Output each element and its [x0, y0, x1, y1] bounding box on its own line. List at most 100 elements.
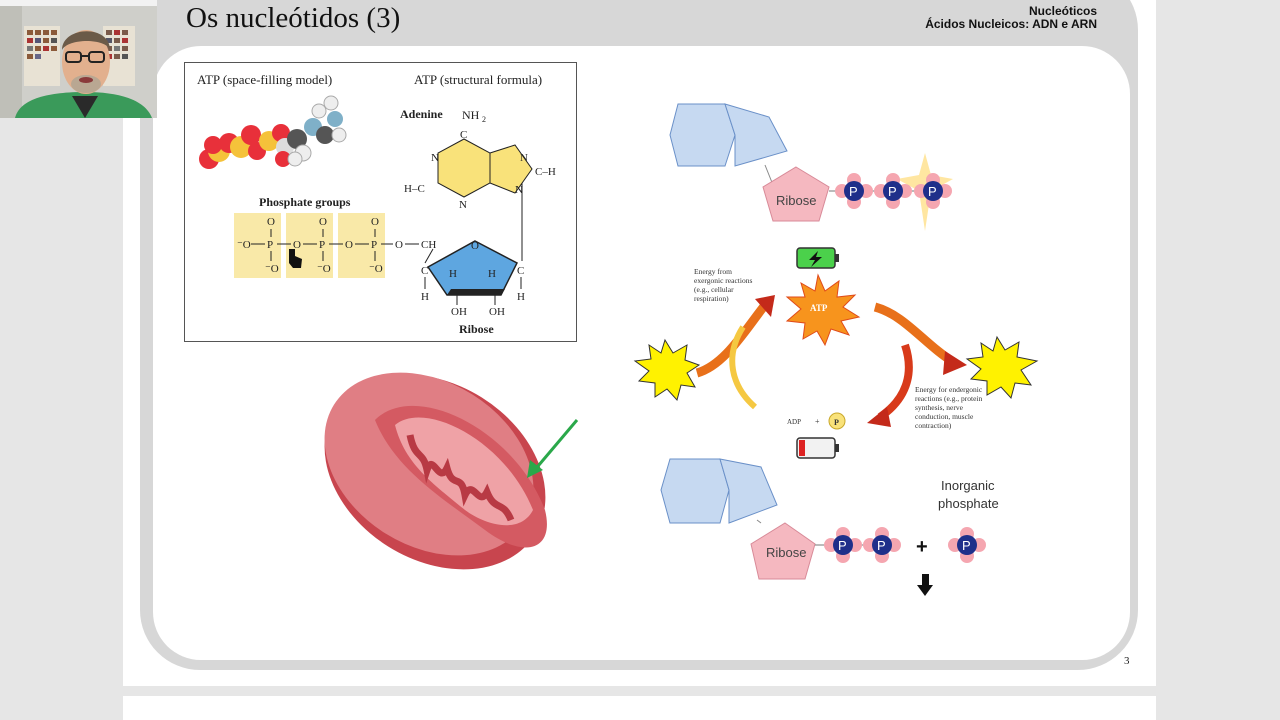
phosphate-group-adp-1: P — [824, 527, 862, 563]
slide-title: Os nucleótidos (3) — [186, 2, 401, 34]
ribose-bold-edge — [447, 289, 505, 295]
atp-structure-drawing: ATP (space-filling model) ATP (structura… — [197, 72, 556, 336]
green-arrow-icon — [531, 419, 579, 473]
phosphate-group-atp-1: P — [835, 173, 873, 209]
energy-use-star-icon — [965, 335, 1039, 400]
label-adenine: Adenine — [400, 107, 443, 121]
pi-small-label: P — [834, 418, 839, 427]
energy-for-line-5: contraction) — [915, 421, 952, 430]
energy-for-line-3: synthesis, nerve — [915, 403, 964, 412]
atom-h-ribose-1b: H — [517, 291, 525, 303]
energy-for-line-4: conduction, muscle — [915, 412, 974, 421]
atp-burst-icon — [785, 273, 861, 347]
adp-plus: + — [815, 417, 820, 426]
atom-c-top: C — [460, 129, 467, 141]
atom-oh-2: OH — [489, 306, 505, 318]
adenine-hexagon-bottom — [660, 458, 730, 524]
adenine-ring — [437, 138, 533, 198]
atom-p-1: P — [267, 239, 273, 251]
inorganic-label-line-1: Inorganic — [941, 478, 995, 493]
phosphate-group-inorganic: P — [948, 527, 986, 563]
atp-cycle-diagram: Ribose P P P ATP Energy from exergonic r… — [633, 103, 1039, 596]
p-label-inorganic: P — [962, 538, 971, 553]
phosphate-group-atp-2: P — [874, 173, 912, 209]
low-battery-icon — [796, 437, 839, 459]
atom-o-minus-1b: ⁻O — [265, 263, 279, 275]
phosphate-box-1 — [234, 213, 281, 278]
atp-space-filling-model — [199, 95, 347, 169]
mitochondrion-inner — [395, 417, 533, 526]
atom-o-bridge-2: O — [345, 239, 353, 251]
atom-h-ribose-1: H — [488, 268, 496, 280]
p-label-atp-1: P — [849, 184, 858, 199]
atom-ch2: CH — [421, 239, 436, 251]
atom-n-glycosidic: N — [515, 184, 523, 196]
charged-battery-icon — [796, 247, 839, 269]
atom-n-left: N — [431, 152, 439, 164]
energy-for-line-2: reactions (e.g., protein — [915, 394, 983, 403]
plus-sign: + — [916, 536, 928, 558]
label-structural: ATP (structural formula) — [414, 72, 542, 87]
atom-c-h: C–H — [535, 166, 556, 178]
energy-from-line-1: Energy from — [694, 267, 732, 276]
label-phosphate-groups: Phosphate groups — [259, 195, 351, 209]
atom-n-right: N — [520, 152, 528, 164]
hand-cursor-icon — [289, 249, 302, 268]
atom-o-bridge-3: O — [395, 239, 403, 251]
phosphate-box-3 — [338, 213, 385, 278]
label-ribose: Ribose — [459, 322, 494, 336]
label-space-filling: ATP (space-filling model) — [197, 72, 332, 87]
header-subtitle: Ácidos Nucleicos: ADN e ARN — [925, 17, 1097, 31]
inorganic-label-line-2: phosphate — [938, 496, 999, 511]
down-arrow-icon — [917, 574, 933, 596]
p-label-adp-2: P — [877, 538, 886, 553]
ribose-label-bottom: Ribose — [766, 545, 806, 560]
atp-structure-figure: ATP (space-filling model) ATP (structura… — [184, 62, 577, 342]
atom-nh2: NH — [462, 108, 480, 122]
atom-n-bottom: N — [459, 199, 467, 211]
slide-header: Nucleóticos Ácidos Nucleicos: ADN e ARN — [925, 5, 1097, 31]
atom-o-minus-2b: ⁻O — [317, 263, 331, 275]
ribose-pentagon-top — [762, 166, 830, 222]
atom-o-minus-3b: ⁻O — [369, 263, 383, 275]
energy-for-line-1: Energy for endergonic — [915, 385, 983, 394]
atom-p-2: P — [319, 239, 325, 251]
atom-nh2-subscript: 2 — [482, 115, 486, 124]
atom-p-3: P — [371, 239, 377, 251]
energy-source-star-icon — [633, 338, 701, 402]
atom-h-ribose-4b: H — [421, 291, 429, 303]
header-topic: Nucleóticos — [1028, 4, 1097, 18]
next-slide-preview — [123, 696, 1156, 720]
hydrolysis-arrow — [877, 343, 913, 421]
adenine-hexagon-top — [669, 103, 736, 167]
page-number: 3 — [1124, 655, 1130, 667]
atom-o-ribose: O — [471, 240, 479, 252]
atom-h-c: H–C — [404, 183, 425, 195]
atom-c-ribose-4: C — [421, 265, 428, 277]
phosphate-group-atp-3: P — [914, 173, 952, 209]
atp-label: ATP — [810, 303, 828, 313]
ribose-label-top: Ribose — [776, 193, 816, 208]
phosphate-small-icon — [828, 412, 846, 430]
atom-o-2a: O — [319, 216, 327, 228]
atom-o-minus-1: ⁻O — [237, 239, 251, 251]
atom-o-3a: O — [371, 216, 379, 228]
phosphate-group-adp-2: P — [863, 527, 901, 563]
atom-o-1a: O — [267, 216, 275, 228]
energy-from-line-2: exergonic reactions — [694, 276, 752, 285]
presenter-image — [0, 0, 157, 118]
atom-h-ribose-4: H — [449, 268, 457, 280]
mitochondrion-illustration — [324, 372, 579, 570]
atom-oh-1: OH — [451, 306, 467, 318]
p-label-atp-3: P — [928, 184, 937, 199]
energy-from-line-4: respiration) — [694, 294, 729, 303]
p-label-adp-1: P — [838, 538, 847, 553]
adp-label: ADP — [787, 418, 801, 426]
atom-o-bridge-1: O — [293, 239, 301, 251]
adenine-pentagon-top — [724, 103, 788, 167]
energy-from-text: Energy from exergonic reactions (e.g., c… — [694, 267, 752, 303]
endergonic-arrow — [873, 302, 958, 367]
p-label-atp-2: P — [888, 184, 897, 199]
ribose-pentagon-bottom — [750, 522, 816, 580]
energy-for-text: Energy for endergonic reactions (e.g., p… — [915, 385, 983, 430]
